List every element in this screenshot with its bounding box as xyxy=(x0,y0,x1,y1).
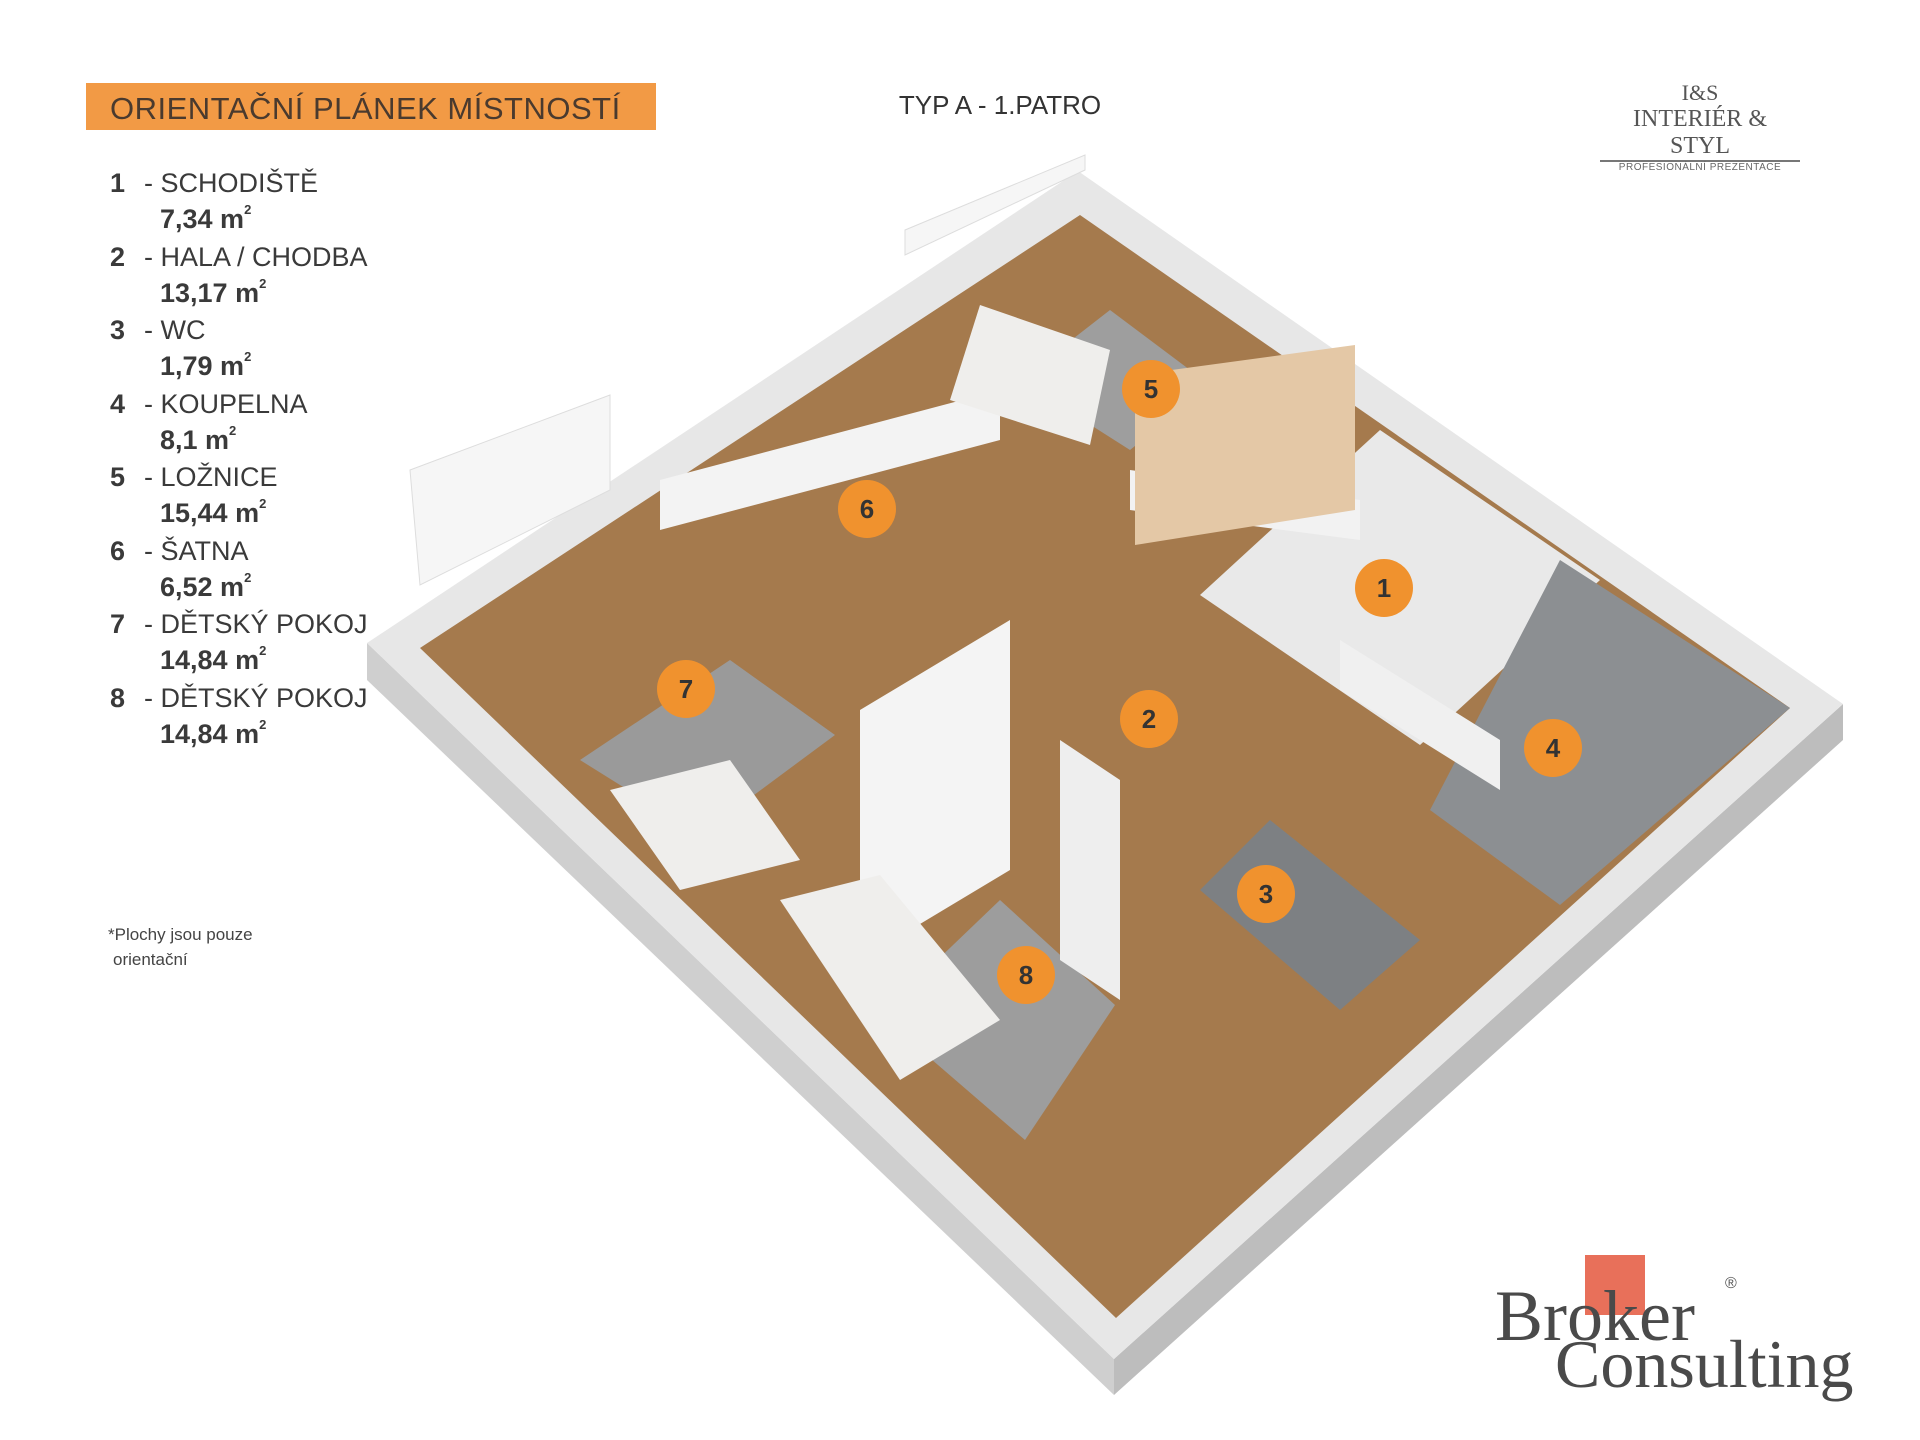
badge-circle xyxy=(657,660,715,718)
area-value: 15,44 m xyxy=(160,498,260,528)
area-unit-sup: 2 xyxy=(244,202,252,217)
logo-square xyxy=(1585,1255,1645,1315)
floor-subtitle: TYP A - 1.PATRO xyxy=(898,90,1102,120)
badge-number: 4 xyxy=(1546,733,1561,763)
badge-number: 7 xyxy=(679,674,693,704)
interior-wall xyxy=(660,390,1000,530)
room-name: - ŠATNA xyxy=(144,535,249,566)
room-number: 3 xyxy=(110,315,126,345)
room-number: 4 xyxy=(110,388,126,419)
badge-number: 3 xyxy=(1259,879,1273,909)
room-name: - DĚTSKÝ POKOJ xyxy=(144,682,368,713)
room-name: - SCHODIŠTĚ xyxy=(144,168,319,198)
interior-wall xyxy=(1340,640,1500,790)
area-unit-sup: 2 xyxy=(229,422,237,438)
room-name: - HALA / CHODBA xyxy=(144,241,368,272)
outer-wall-side-left xyxy=(367,643,1114,1395)
area-value: 13,17 m xyxy=(160,277,260,308)
room-area: 13,17 m2 xyxy=(160,275,267,309)
wardrobe xyxy=(1135,345,1355,545)
room-number: 2 xyxy=(110,241,126,272)
area-note: *Plochy jsou pouze orientační xyxy=(108,922,253,972)
badge-circle xyxy=(1237,865,1295,923)
badge-circle xyxy=(1355,559,1413,617)
note-line: orientační xyxy=(113,950,188,969)
broker-consulting-logo: Broker Consulting ® xyxy=(1495,1255,1895,1405)
room-area: 15,44 m2 xyxy=(160,496,267,529)
area-unit-sup: 2 xyxy=(259,716,267,732)
area-value: 7,34 m xyxy=(160,204,245,234)
room-area: 7,34 m2 xyxy=(160,202,252,235)
room-name: - KOUPELNA xyxy=(144,388,308,419)
room-area: 8,1 m2 xyxy=(160,422,237,456)
interior-wall xyxy=(860,620,1010,960)
badge-number: 2 xyxy=(1142,704,1156,734)
logo-broker: Broker xyxy=(1495,1276,1695,1356)
room-badge-4: 4 xyxy=(1524,719,1582,777)
interior-wall xyxy=(1060,740,1120,1000)
room-badge-7: 7 xyxy=(657,660,715,718)
room-badge-3: 3 xyxy=(1237,865,1295,923)
room-badge-6: 6 xyxy=(838,480,896,538)
logo-tagline: PROFESIONÁLNÍ PREZENTACE xyxy=(1618,162,1782,173)
room-number: 7 xyxy=(110,609,126,639)
bed-room-5 xyxy=(950,305,1110,445)
room-badge-2: 2 xyxy=(1120,690,1178,748)
badge-circle xyxy=(1120,690,1178,748)
room-number: 1 xyxy=(110,168,126,198)
room-area: 6,52 m2 xyxy=(160,569,252,603)
outer-wall-side-right xyxy=(1114,704,1843,1395)
window xyxy=(409,394,611,586)
logo-monogram: I&S xyxy=(1681,80,1719,105)
badge-number: 5 xyxy=(1144,374,1158,404)
room-area: 1,79 m2 xyxy=(160,349,252,382)
room-name: - WC xyxy=(144,315,206,345)
bed-room-8 xyxy=(780,875,1000,1080)
room-badge-1: 1 xyxy=(1355,559,1413,617)
logo-name: INTERIÉR & STYL xyxy=(1600,106,1800,162)
area-value: 6,52 m xyxy=(160,571,245,602)
room-name: - LOŽNICE xyxy=(144,462,278,492)
title-banner: ORIENTAČNÍ PLÁNEK MÍSTNOSTÍ xyxy=(86,83,656,130)
room-number: 8 xyxy=(110,682,126,713)
note-line: *Plochy jsou pouze xyxy=(108,925,253,944)
area-unit-sup: 2 xyxy=(244,349,252,364)
area-unit-sup: 2 xyxy=(244,569,252,585)
room-area: 14,84 m2 xyxy=(160,716,267,750)
area-value: 14,84 m xyxy=(160,645,260,675)
area-value: 14,84 m xyxy=(160,718,260,749)
badge-circle xyxy=(1524,719,1582,777)
room-badge-8: 8 xyxy=(997,946,1055,1004)
room-number: 5 xyxy=(110,462,126,492)
badge-number: 8 xyxy=(1019,960,1033,990)
room-area: 14,84 m2 xyxy=(160,643,267,676)
badge-number: 6 xyxy=(860,494,874,524)
room-number: 6 xyxy=(110,535,126,566)
badge-circle xyxy=(997,946,1055,1004)
badge-circle xyxy=(838,480,896,538)
registered-mark: ® xyxy=(1725,1275,1737,1292)
page-title: ORIENTAČNÍ PLÁNEK MÍSTNOSTÍ xyxy=(110,91,621,126)
area-unit-sup: 2 xyxy=(259,275,267,291)
room-badge-5: 5 xyxy=(1122,360,1180,418)
badge-circle xyxy=(1122,360,1180,418)
interier-styl-logo: I&S INTERIÉR & STYL PROFESIONÁLNÍ PREZEN… xyxy=(1600,80,1800,173)
bathroom-floor xyxy=(1430,560,1790,905)
area-value: 8,1 m xyxy=(160,424,230,455)
area-unit-sup: 2 xyxy=(259,496,267,511)
area-value: 1,79 m xyxy=(160,351,245,381)
bed-room-7 xyxy=(610,760,800,890)
area-unit-sup: 2 xyxy=(259,643,267,658)
logo-consulting: Consulting xyxy=(1555,1326,1854,1402)
window xyxy=(904,154,1086,256)
room-name: - DĚTSKÝ POKOJ xyxy=(144,609,368,639)
badge-number: 1 xyxy=(1377,573,1391,603)
